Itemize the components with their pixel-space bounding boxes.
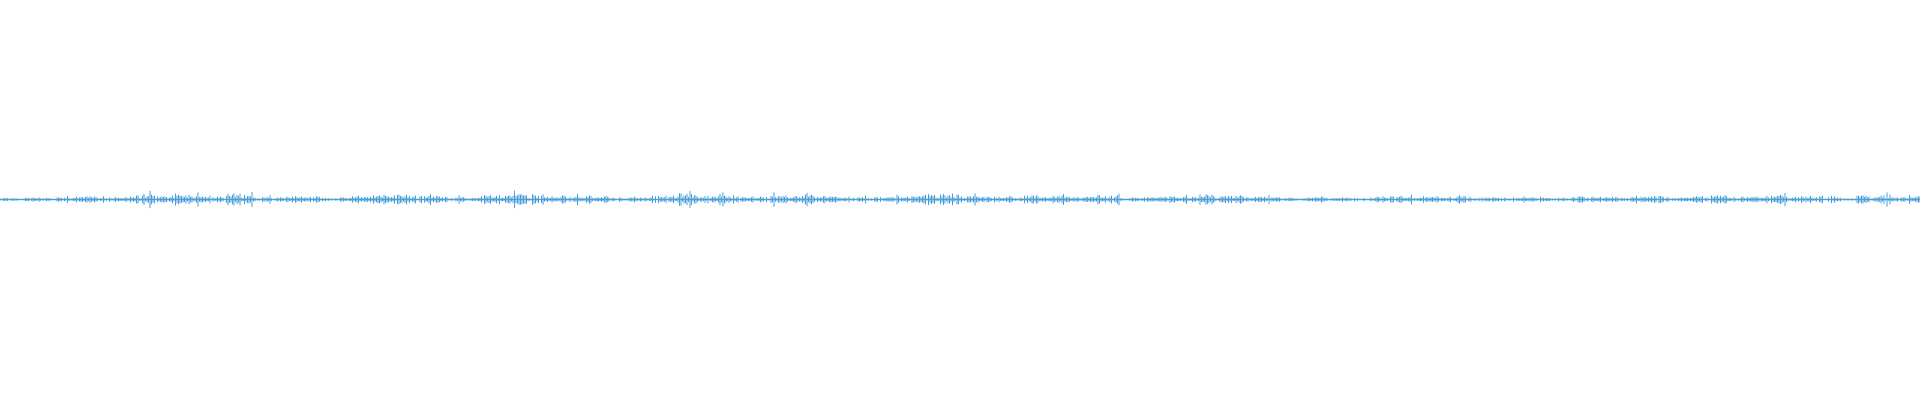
waveform-signal [0, 190, 1920, 209]
